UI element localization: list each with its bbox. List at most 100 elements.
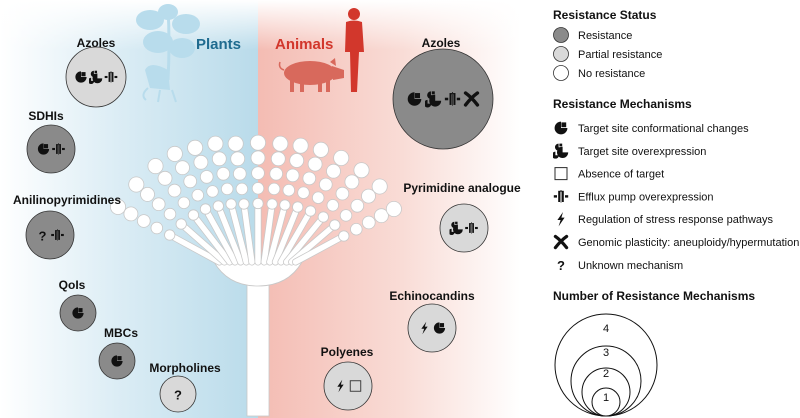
conidium [187,209,199,221]
stalk [246,269,270,417]
phialide [283,218,323,265]
conidium [250,150,266,166]
conidium [335,186,350,201]
conidium [318,177,333,192]
overexpression-icon [553,143,569,159]
drug-class-label: Polyenes [321,345,374,359]
conidium [338,230,350,242]
conidium [292,137,309,154]
plant-silhouette-icon [136,4,200,103]
stress-bolt-icon [557,212,565,227]
phialide [229,207,249,265]
phialide [261,207,275,265]
legend-count-title: Number of Resistance Mechanisms [553,289,755,303]
conidium [123,206,139,222]
conidium [187,139,204,156]
conformation-icon [37,143,50,155]
count-label-2: 2 [603,368,609,380]
mechanism-label: Unknown mechanism [578,260,683,272]
conidium [282,183,296,197]
conidium [361,215,376,230]
conidium [206,185,219,198]
drug-class-label: Azoles [77,36,116,50]
mechanism-label: Efflux pump overexpression [578,191,714,203]
conidium [285,168,300,183]
count-circle-1 [591,387,621,417]
legend-mechanism-item: Target site conformational changes [554,121,749,135]
conidium [110,198,127,215]
conidium [140,186,155,202]
drug-class-label: Morpholines [149,361,221,375]
status-circle [323,361,373,411]
phialide [267,207,287,265]
count-label-4: 4 [603,323,609,335]
status-label: No resistance [578,68,645,80]
conidium [251,166,265,180]
human-silhouette-icon [345,8,364,92]
conidium [385,200,402,217]
conidium [353,162,370,179]
conformation-icon [433,322,446,334]
conidium [297,186,310,199]
conidium [272,135,289,152]
plants-label: Plants [196,36,241,53]
legend-mechanism-item: Target site overexpression [553,143,706,159]
status-circle [26,124,76,174]
phialide [288,225,334,265]
conidium [326,163,341,179]
status-swatch [553,46,569,62]
conidium [289,153,305,168]
status-swatch [553,65,569,81]
conidium [183,174,198,189]
status-label: Partial resistance [578,49,662,61]
legend-status-partial: Partial resistance [553,46,662,62]
legend-mechanisms-title: Resistance Mechanisms [553,97,692,111]
drug-class-mbcs: MBCs [98,326,138,380]
conidium [233,167,247,181]
conidium [167,183,182,198]
conidium [267,182,281,196]
mechanism-label: Absence of target [578,169,664,181]
drug-class-pyrimidine-analogue: Pyrimidine analogue [403,181,521,253]
drug-class-azoles: Azoles [65,36,127,108]
mechanism-label: Target site conformational changes [578,123,749,135]
conidium [227,135,244,152]
conidium [191,188,205,202]
phialide [205,211,238,265]
drug-class-morpholines: Morpholines? [149,361,221,413]
conidium [329,219,341,231]
drug-class-anilinopyrimidines: Anilinopyrimidines? [13,193,121,260]
status-label: Resistance [578,30,632,42]
drug-class-label: Echinocandins [389,289,475,303]
mechanism-label: Target site overexpression [578,146,706,158]
count-label-1: 1 [603,392,609,404]
conidium [373,208,389,224]
conidium [175,218,187,230]
status-circle [439,203,489,253]
mechanism-label: Genomic plasticity: aneuploidy/hypermuta… [578,237,799,249]
conidium [339,209,353,222]
conidium [207,135,224,152]
conidium [270,151,286,167]
drug-class-label: SDHIs [28,109,64,123]
conidium [220,182,234,196]
status-circle [392,48,494,150]
conidium [157,170,173,186]
drug-classes: AzolesSDHIsAnilinopyrimidines?QoIsMBCsMo… [13,36,521,413]
legend-status-none: No resistance [553,65,645,81]
conidium [333,149,350,166]
status-circle [25,210,75,260]
conidium [150,221,164,235]
conidium [128,176,145,193]
conidium [350,222,363,236]
conidium [238,198,250,210]
legend-status-title: Resistance Status [553,8,657,22]
conidium [164,229,176,241]
conidium [249,134,266,151]
drug-class-label: Azoles [422,36,461,50]
phialide [278,213,311,265]
conidium [307,156,323,172]
drug-class-label: MBCs [104,326,138,340]
